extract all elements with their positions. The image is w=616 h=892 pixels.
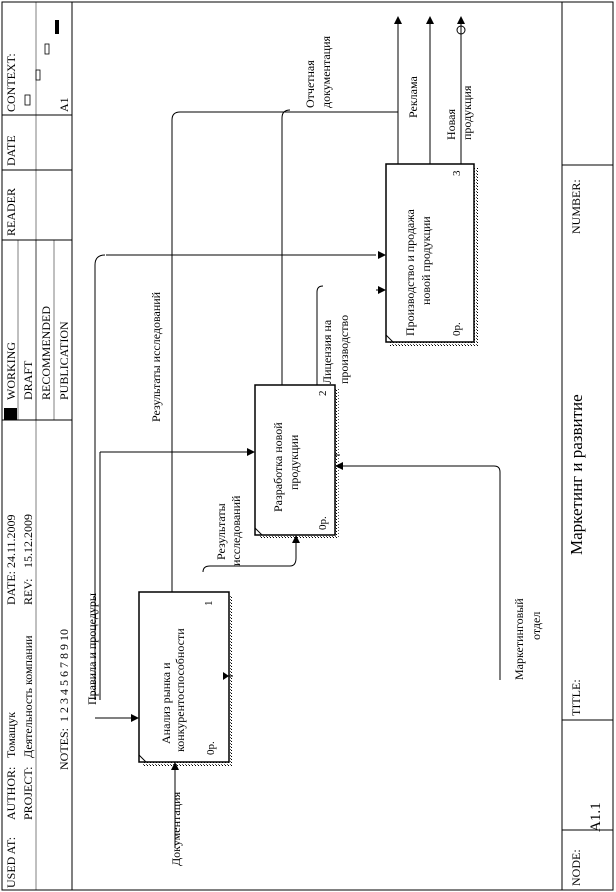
box-1-label-line-2: конкурентоспособности [173,628,187,752]
box-2-label-line-2: продукции [287,434,301,490]
arrowhead-rules-box1 [131,714,139,722]
notes-numbers: 1 2 3 4 5 6 7 8 9 10 [57,629,71,722]
used-at-label: USED AT: [4,837,18,888]
arrowhead-documentation [171,762,179,770]
box-2-number: 2 [317,391,329,397]
status-working: WORKING [4,342,18,400]
box-3-corner [385,334,394,343]
label-license-line-1: Лицензия на [320,319,334,384]
date-label: DATE: [4,571,18,605]
label-new-product-line-2: продукция [460,85,474,140]
author-label: AUTHOR: [4,767,18,820]
arrowhead-advertising [426,16,434,24]
date2-label: DATE [4,135,18,166]
rev-label: REV: [21,579,35,605]
label-research-line-1: Результаты [214,503,228,560]
arrowhead-rules-box3 [378,251,386,259]
arrow-license [316,285,324,385]
arrowhead-research-up [394,16,402,24]
arrowhead-marketing [335,462,343,470]
activity-box-3[interactable]: Производство и продажа новой продукции 3… [385,163,478,346]
box-1-label-line-1: Анализ рынка и [159,662,173,744]
status-draft: DRAFT [21,360,35,400]
label-advertising: Реклама [406,76,420,118]
project-value: Деятельность компании [21,635,35,758]
box-1-cost: 0р. [205,741,217,755]
node-value: A1.1 [588,802,604,832]
activity-box-1[interactable]: Анализ рынка и конкурентоспособности 1 0… [138,591,233,766]
status-publication: PUBLICATION [57,321,71,400]
label-research-line-2: исследований [229,495,243,566]
box-2-cost: 0р. [317,516,329,530]
label-reporting-line-2: документация [319,35,333,108]
box-1-corner [138,754,147,763]
node-label: NODE: [569,849,583,886]
context-box-1 [24,94,31,106]
label-documentation: Документация [169,791,183,866]
arrowhead-rules-box3b [378,286,386,294]
arrowhead-box1-out [223,672,229,680]
arrow-research-up [171,20,399,592]
label-rules: Правила и процедуры [85,593,99,705]
box-3-number: 3 [451,170,463,176]
arrowhead-rules-box2 [247,448,255,456]
label-research-top: Результаты исследований [149,291,163,422]
date-value: 24.11.2009 [4,514,18,568]
label-reporting-line-1: Отчетная [303,60,317,108]
number-label: NUMBER: [569,179,583,234]
activity-box-2[interactable]: Разработка новой продукции 2 0р. [254,384,339,539]
status-recommended: RECOMMENDED [39,306,53,400]
box-2-body [254,384,336,536]
context-box-3 [44,43,50,55]
context-box-2 [35,69,41,81]
arrowhead-research-box2 [292,535,300,543]
author-value: Томащук [4,712,18,758]
box-1-number: 1 [203,601,215,607]
box-3-cost: 0р. [451,322,463,336]
arrow-rules-bracket [94,254,106,700]
box-3-label-line-1: Производство и продажа [403,208,417,336]
reader-label: READER [4,188,18,236]
context-box-4 [55,20,59,34]
arrow-reporting [281,109,291,385]
label-license-line-2: производство [337,315,351,384]
title-value: Маркетинг и развитие [567,394,586,555]
rev-value: 15.12.2009 [21,514,35,568]
context-label: CONTEXT: [4,53,18,112]
label-marketing-line-1: Маркетинговый [512,598,526,680]
label-marketing-line-2: отдел [529,612,543,640]
box-3-label-line-2: новой продукции [419,216,433,305]
tunnel-new-product [456,25,466,35]
notes-label: NOTES: [57,728,71,770]
working-status-marker [4,408,17,420]
arrow-research-to-box2 [202,540,297,573]
project-label: PROJECT: [21,767,35,820]
box-2-label-line-1: Разработка новой [271,422,285,512]
context-node: A1 [57,97,71,112]
box-1-body [138,591,230,763]
box-2-corner [254,527,263,536]
arrow-marketing-dept [339,465,501,680]
label-new-product-line-1: Новая [444,109,458,141]
arrowhead-new-product [457,16,465,24]
title-label: TITLE: [569,679,583,716]
